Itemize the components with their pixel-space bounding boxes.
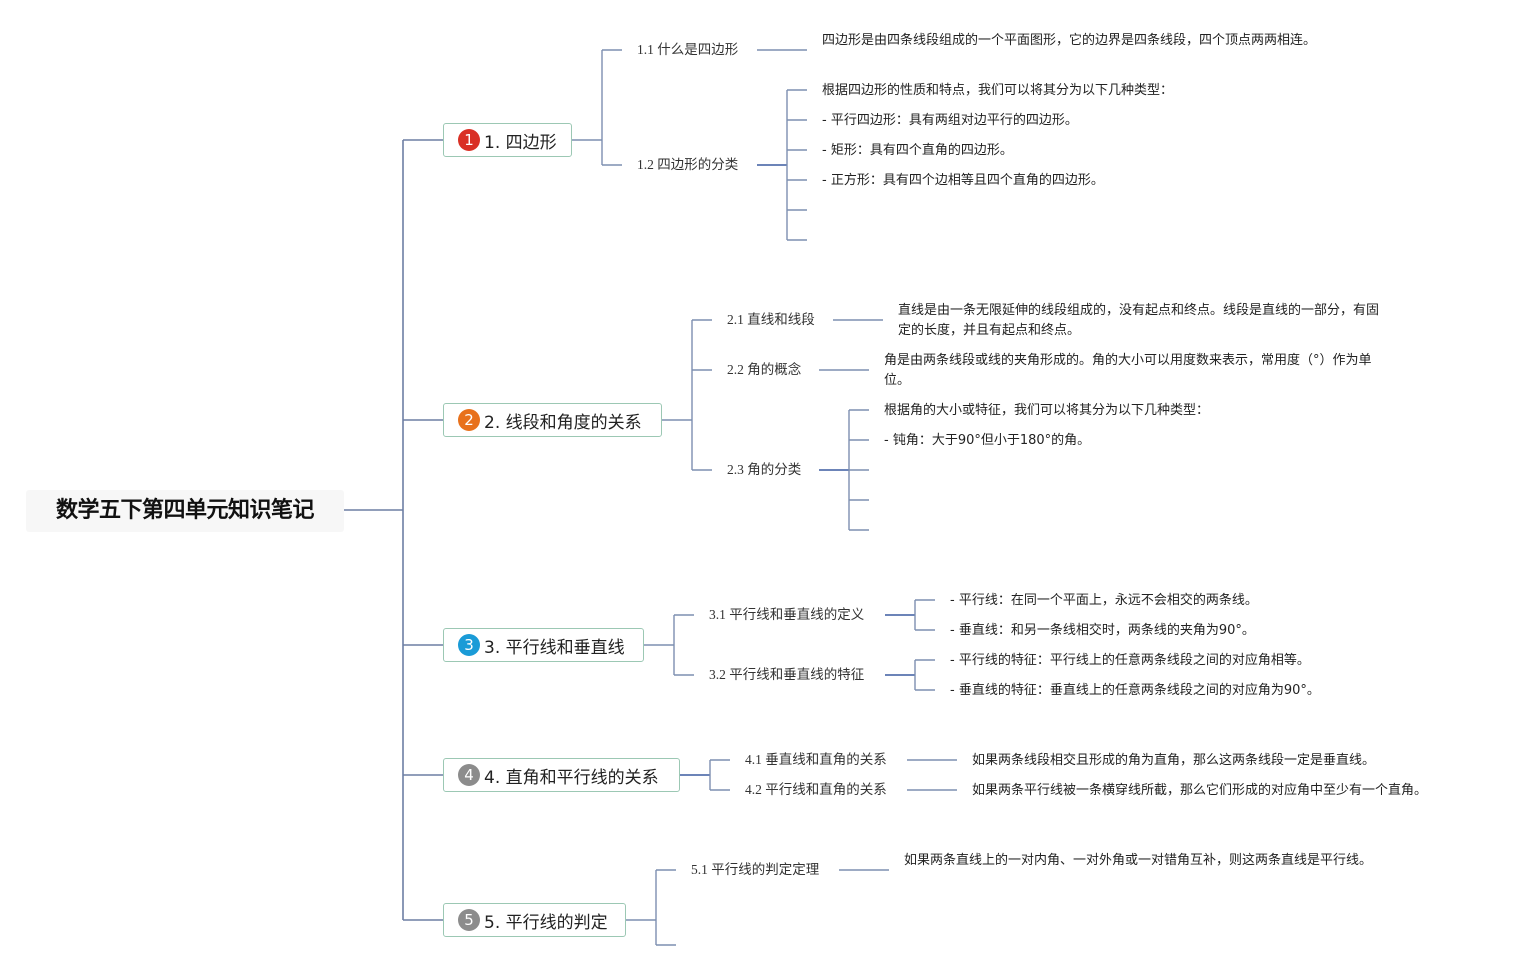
branch-topic-1[interactable]: 1 1. 四边形 — [443, 123, 572, 157]
number-badge-2-icon: 2 — [458, 409, 480, 431]
subtopic-3-2[interactable]: 3.2 平行线和垂直线的特征 — [709, 667, 865, 682]
leaf-1-2-4[interactable]: - 正方形：具有四个边相等且四个直角的四边形。 — [822, 173, 1104, 188]
branch-topic-3[interactable]: 3 3. 平行线和垂直线 — [443, 628, 644, 662]
leaf-2-1-1[interactable]: 直线是由一条无限延伸的线段组成的，没有起点和终点。线段是直线的一部分，有固定的长… — [898, 303, 1380, 338]
subtopic-2-3[interactable]: 2.3 角的分类 — [727, 462, 802, 477]
leaf-3-1-2[interactable]: - 垂直线：和另一条线相交时，两条线的夹角为90°。 — [950, 623, 1255, 638]
subtopic-1-2[interactable]: 1.2 四边形的分类 — [637, 157, 739, 172]
leaf-1-2-3[interactable]: - 矩形：具有四个直角的四边形。 — [822, 143, 1013, 158]
subtopic-2-1[interactable]: 2.1 直线和线段 — [727, 312, 815, 327]
number-badge-5-icon: 5 — [458, 909, 480, 931]
leaf-3-1-1[interactable]: - 平行线：在同一个平面上，永远不会相交的两条线。 — [950, 593, 1258, 608]
leaf-1-1-1[interactable]: 四边形是由四条线段组成的一个平面图形，它的边界是四条线段，四个顶点两两相连。 — [822, 33, 1317, 48]
branch-title: 2. 线段和角度的关系 — [484, 412, 642, 433]
root-topic[interactable]: 数学五下第四单元知识笔记 — [26, 490, 344, 532]
leaf-3-2-1[interactable]: - 平行线的特征：平行线上的任意两条线段之间的对应角相等。 — [950, 653, 1310, 668]
leaf-4-2-1[interactable]: 如果两条平行线被一条横穿线所截，那么它们形成的对应角中至少有一个直角。 — [972, 783, 1428, 798]
branch-topic-5[interactable]: 5 5. 平行线的判定 — [443, 903, 626, 937]
branch-title: 3. 平行线和垂直线 — [484, 637, 625, 658]
branch-topic-4[interactable]: 4 4. 直角和平行线的关系 — [443, 758, 680, 792]
number-badge-1-icon: 1 — [458, 129, 480, 151]
leaf-2-3-1[interactable]: 根据角的大小或特征，我们可以将其分为以下几种类型： — [884, 403, 1210, 418]
leaf-1-2-1[interactable]: 根据四边形的性质和特点，我们可以将其分为以下几种类型： — [822, 83, 1174, 98]
subtopic-3-1[interactable]: 3.1 平行线和垂直线的定义 — [709, 607, 865, 622]
leaf-3-2-2[interactable]: - 垂直线的特征：垂直线上的任意两条线段之间的对应角为90°。 — [950, 683, 1320, 698]
subtopic-4-2[interactable]: 4.2 平行线和直角的关系 — [745, 782, 887, 797]
subtopic-4-1[interactable]: 4.1 垂直线和直角的关系 — [745, 752, 887, 767]
number-badge-4-icon: 4 — [458, 764, 480, 786]
subtopic-2-2[interactable]: 2.2 角的概念 — [727, 362, 802, 377]
leaf-2-3-2[interactable]: - 钝角：大于90°但小于180°的角。 — [884, 433, 1091, 448]
subtopic-1-1[interactable]: 1.1 什么是四边形 — [637, 42, 739, 57]
subtopic-5-1[interactable]: 5.1 平行线的判定定理 — [691, 862, 820, 877]
branch-title: 1. 四边形 — [484, 132, 557, 153]
leaf-1-2-2[interactable]: - 平行四边形：具有两组对边平行的四边形。 — [822, 113, 1078, 128]
branch-topic-2[interactable]: 2 2. 线段和角度的关系 — [443, 403, 662, 437]
number-badge-3-icon: 3 — [458, 634, 480, 656]
leaf-5-1-1[interactable]: 如果两条直线上的一对内角、一对外角或一对错角互补，则这两条直线是平行线。 — [904, 853, 1373, 868]
leaf-4-1-1[interactable]: 如果两条线段相交且形成的角为直角，那么这两条线段一定是垂直线。 — [972, 753, 1376, 768]
leaf-2-2-1[interactable]: 角是由两条线段或线的夹角形成的。角的大小可以用度数来表示，常用度（°）作为单位。 — [884, 353, 1372, 388]
branch-title: 5. 平行线的判定 — [484, 912, 608, 933]
branch-title: 4. 直角和平行线的关系 — [484, 767, 659, 788]
